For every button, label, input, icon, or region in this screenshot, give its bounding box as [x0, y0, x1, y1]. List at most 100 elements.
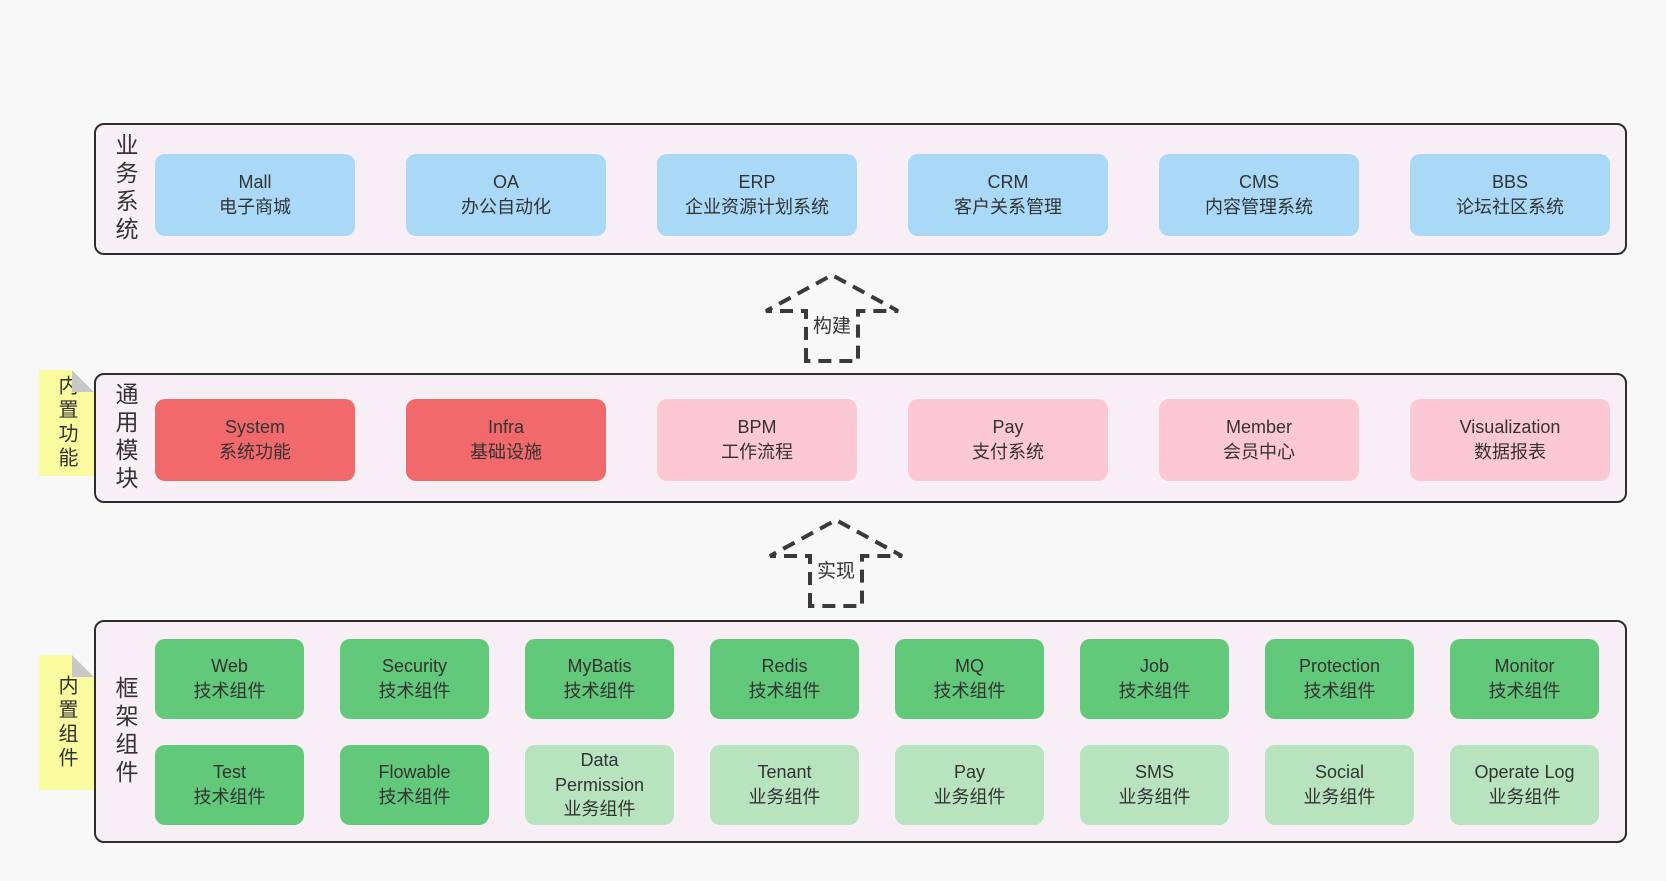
- box-tenant: Tenant 业务组件: [710, 745, 859, 825]
- box-subtitle-zh: 业务组件: [1488, 787, 1561, 807]
- box-title-en: Protection: [1298, 656, 1381, 677]
- box-title-en: Data Permission: [554, 749, 645, 795]
- up-arrow-icon: [769, 517, 903, 608]
- box-subtitle-zh: 工作流程: [721, 442, 793, 462]
- sticky-note-built-in-components: 内置组件: [39, 655, 94, 790]
- box-title-en: Pay: [953, 762, 986, 783]
- box-monitor: Monitor 技术组件: [1450, 639, 1599, 719]
- box-title-en: Test: [212, 762, 246, 783]
- up-arrow-icon: [765, 272, 899, 363]
- box-title-en: OA: [492, 172, 519, 193]
- box-title-en: Monitor: [1494, 656, 1555, 677]
- box-subtitle-zh: 技术组件: [1118, 681, 1191, 701]
- box-title-en: Job: [1139, 656, 1170, 677]
- section-side-label: 业务系统: [112, 133, 138, 245]
- box-title-en: CMS: [1239, 172, 1279, 193]
- arrow-label: 实现: [813, 555, 859, 584]
- box-subtitle-zh: 业务组件: [748, 787, 821, 807]
- sticky-note-built-in-features: 内置功能: [39, 370, 94, 476]
- box-subtitle-zh: 办公自动化: [461, 197, 551, 217]
- box-mq: MQ 技术组件: [895, 639, 1044, 719]
- box-title-en: BPM: [737, 417, 777, 438]
- box-title-en: Pay: [992, 417, 1024, 438]
- box-sms: SMS 业务组件: [1080, 745, 1229, 825]
- box-subtitle-zh: 业务组件: [1118, 787, 1191, 807]
- box-title-en: Visualization: [1459, 417, 1561, 438]
- box-subtitle-zh: 支付系统: [972, 442, 1044, 462]
- box-title-en: Web: [211, 656, 248, 677]
- box-pay: Pay 业务组件: [895, 745, 1044, 825]
- box-subtitle-zh: 技术组件: [193, 787, 266, 807]
- box-title-en: Mall: [238, 172, 272, 193]
- box-oa: OA 办公自动化: [406, 154, 606, 236]
- box-title-en: Tenant: [757, 762, 812, 783]
- box-redis: Redis 技术组件: [710, 639, 859, 719]
- box-mall: Mall 电子商城: [155, 154, 355, 236]
- box-subtitle-zh: 技术组件: [933, 681, 1006, 701]
- box-security: Security 技术组件: [340, 639, 489, 719]
- box-subtitle-zh: 业务组件: [1303, 787, 1376, 807]
- box-bbs: BBS 论坛社区系统: [1410, 154, 1610, 236]
- box-title-en: Member: [1225, 417, 1292, 438]
- box-web: Web 技术组件: [155, 639, 304, 719]
- box-subtitle-zh: 论坛社区系统: [1456, 197, 1564, 217]
- box-subtitle-zh: 技术组件: [563, 681, 636, 701]
- box-title-en: BBS: [1491, 172, 1529, 193]
- box-subtitle-zh: 业务组件: [933, 787, 1006, 807]
- section-side-label: 通用模块: [112, 382, 138, 494]
- box-subtitle-zh: 技术组件: [193, 681, 266, 701]
- box-subtitle-zh: 数据报表: [1474, 442, 1546, 462]
- sticky-note-label: 内置组件: [55, 674, 77, 771]
- box-subtitle-zh: 内容管理系统: [1205, 197, 1313, 217]
- box-member: Member 会员中心: [1159, 399, 1359, 481]
- box-subtitle-zh: 电子商城: [219, 197, 291, 217]
- box-subtitle-zh: 基础设施: [470, 442, 542, 462]
- box-test: Test 技术组件: [155, 745, 304, 825]
- arrow-implement: 实现: [761, 517, 911, 609]
- box-subtitle-zh: 业务组件: [563, 799, 636, 820]
- box-flowable: Flowable 技术组件: [340, 745, 489, 825]
- box-job: Job 技术组件: [1080, 639, 1229, 719]
- box-subtitle-zh: 技术组件: [1303, 681, 1376, 701]
- box-mybatis: MyBatis 技术组件: [525, 639, 674, 719]
- box-social: Social 业务组件: [1265, 745, 1414, 825]
- sticky-note-label: 内置功能: [55, 375, 77, 471]
- box-subtitle-zh: 技术组件: [748, 681, 821, 701]
- box-operate-log: Operate Log 业务组件: [1450, 745, 1599, 825]
- box-title-en: Social: [1314, 762, 1365, 783]
- arrow-build: 构建: [757, 272, 907, 364]
- box-cms: CMS 内容管理系统: [1159, 154, 1359, 236]
- box-title-en: SMS: [1134, 762, 1174, 783]
- box-title-en: Redis: [761, 656, 808, 677]
- box-subtitle-zh: 客户关系管理: [954, 197, 1062, 217]
- section-side-label: 框架组件: [112, 675, 138, 788]
- box-subtitle-zh: 企业资源计划系统: [685, 197, 829, 217]
- arrow-label: 构建: [809, 310, 855, 339]
- box-title-en: MQ: [955, 656, 984, 677]
- box-title-en: Security: [381, 656, 448, 677]
- box-title-en: Flowable: [378, 762, 451, 783]
- box-pay: Pay 支付系统: [908, 399, 1108, 481]
- box-visualization: Visualization 数据报表: [1410, 399, 1610, 481]
- box-subtitle-zh: 技术组件: [378, 681, 451, 701]
- box-title-en: MyBatis: [567, 656, 632, 677]
- box-title-en: Operate Log: [1474, 762, 1575, 783]
- box-subtitle-zh: 会员中心: [1223, 442, 1295, 462]
- box-subtitle-zh: 系统功能: [219, 442, 291, 462]
- box-title-en: System: [224, 417, 285, 438]
- box-bpm: BPM 工作流程: [657, 399, 857, 481]
- box-subtitle-zh: 技术组件: [378, 787, 451, 807]
- box-subtitle-zh: 技术组件: [1488, 681, 1561, 701]
